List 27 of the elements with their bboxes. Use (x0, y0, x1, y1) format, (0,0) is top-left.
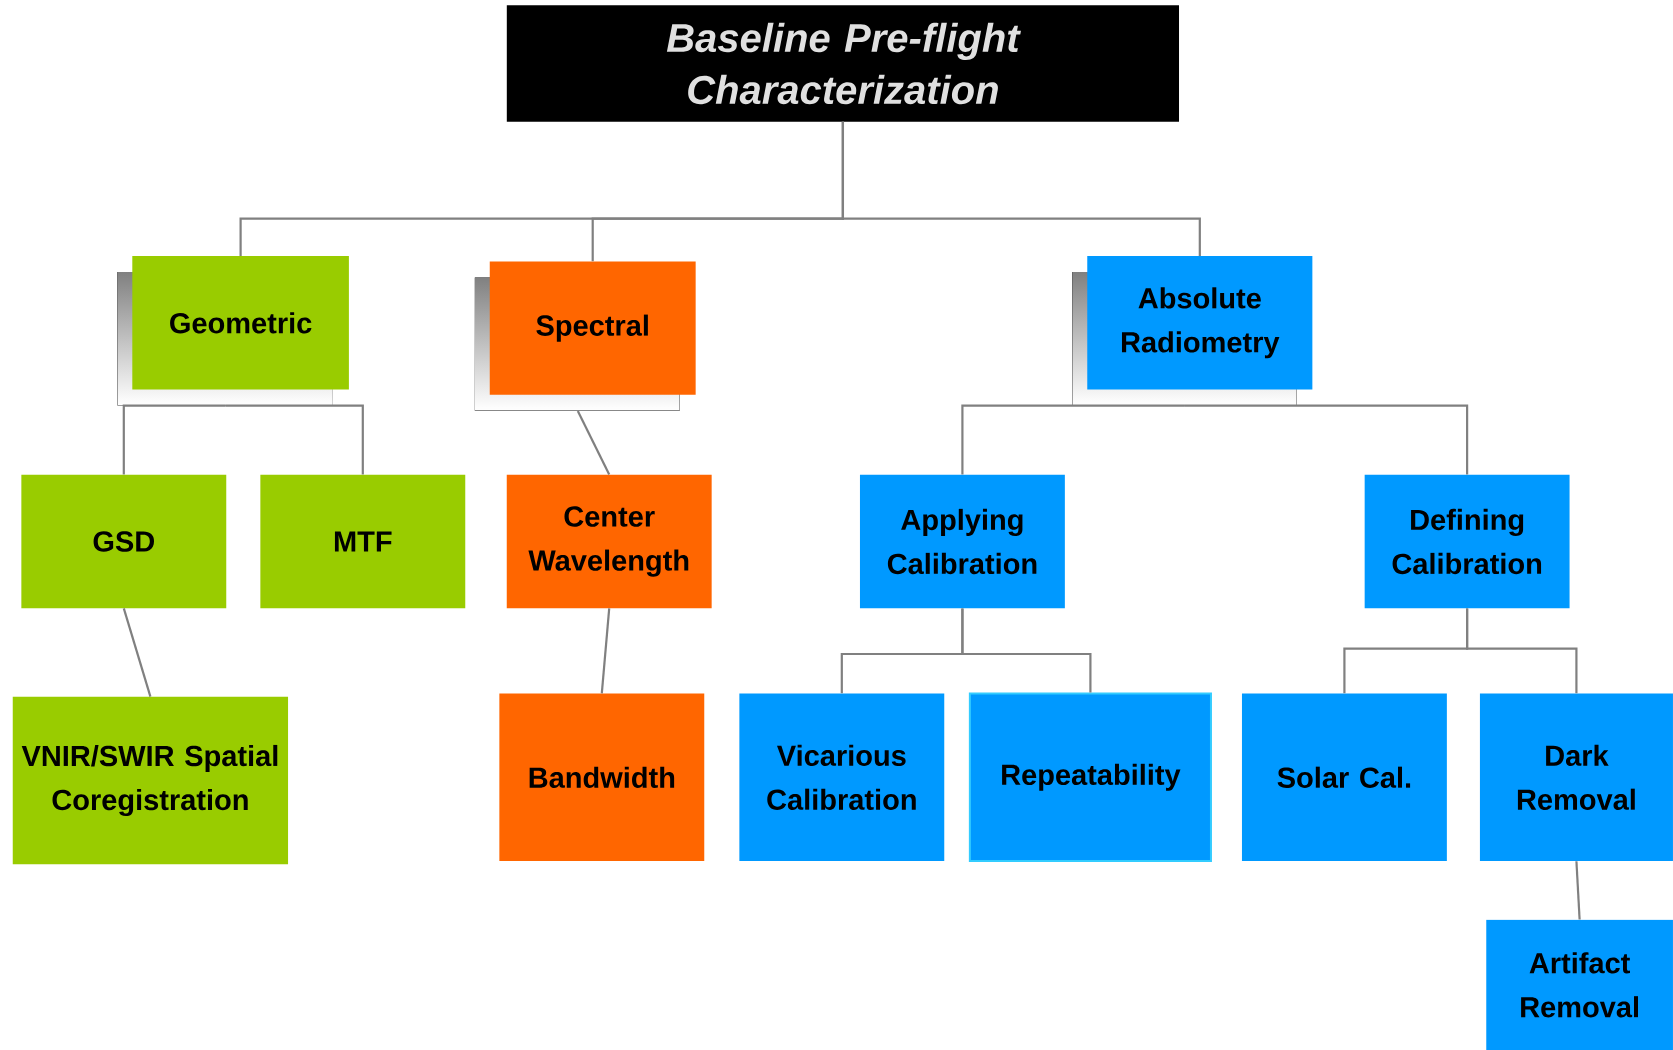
connector-line (961, 608, 1092, 693)
connector-line (961, 404, 1185, 475)
category-box: Applying Calibration (859, 474, 1065, 609)
connector-line (841, 121, 1201, 256)
connector-line (576, 410, 611, 476)
category-box: Repeatability (968, 692, 1212, 863)
connector-line (1575, 861, 1581, 920)
category-box: Geometric (117, 256, 349, 406)
category-box: Vicarious Calibration (739, 693, 945, 862)
category-box: Dark Removal (1479, 693, 1673, 862)
title-box: Baseline Pre-flight Characterization (506, 5, 1179, 122)
category-box: Solar Cal. (1241, 693, 1447, 862)
category-box: Bandwidth (499, 693, 705, 862)
category-box: Center Wavelength (506, 474, 712, 609)
category-box: MTF (260, 474, 466, 609)
category-box: Spectral (474, 261, 696, 411)
connector-line (225, 404, 364, 475)
connector-line (1184, 404, 1469, 475)
category-box: Artifact Removal (1486, 919, 1673, 1050)
connector-line (122, 608, 152, 697)
connector-line (122, 404, 226, 475)
category-box: VNIR/SWIR Spatial Coregistration (12, 696, 289, 865)
connector-line (1466, 608, 1578, 694)
category-box: Defining Calibration (1364, 474, 1570, 609)
category-box: GSD (21, 474, 227, 609)
category-box: Absolute Radiometry (1072, 256, 1313, 406)
connector-line (600, 608, 611, 694)
